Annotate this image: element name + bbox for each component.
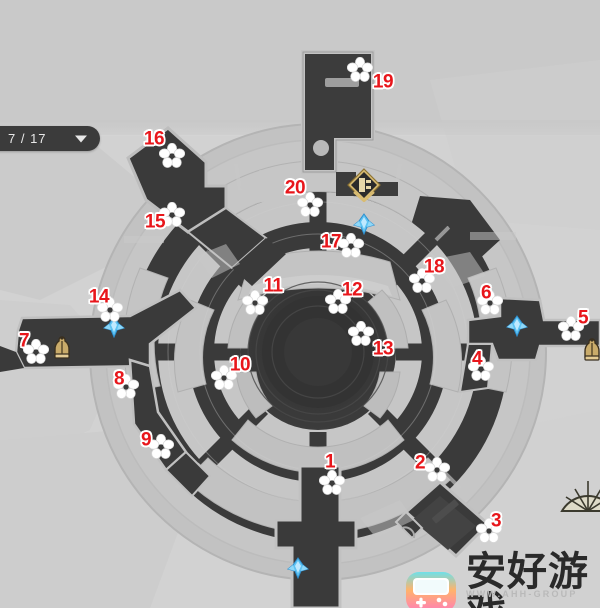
flower-icon[interactable]	[409, 268, 435, 294]
flower-icon[interactable]	[348, 321, 374, 347]
teleport-waypoint-icon[interactable]	[347, 168, 381, 202]
crystal-icon[interactable]	[352, 213, 376, 235]
flower-icon[interactable]	[113, 374, 139, 400]
marker-number[interactable]: 16	[143, 128, 165, 150]
marker-number[interactable]: 8	[113, 368, 125, 390]
flower-icon[interactable]	[148, 434, 174, 460]
watermark-text: 安好游戏	[466, 549, 589, 608]
watermark: 安好游戏 WWW.AHH-GROUP	[404, 552, 600, 608]
northeast-extension	[240, 170, 500, 262]
marker-number[interactable]: 10	[229, 354, 251, 376]
bell-icon[interactable]	[51, 335, 73, 361]
marker-number[interactable]: 3	[490, 510, 502, 532]
marker-number[interactable]: 6	[480, 282, 492, 304]
flower-icon[interactable]	[325, 289, 351, 315]
crystal-icon[interactable]	[286, 557, 310, 579]
chevron-down-icon	[75, 135, 87, 142]
flower-icon[interactable]	[477, 290, 503, 316]
flower-icon[interactable]	[242, 290, 268, 316]
surface-detail	[124, 232, 516, 538]
region-selector-value: 7 / 17	[8, 131, 47, 146]
flower-icon[interactable]	[159, 202, 185, 228]
flower-icon[interactable]	[211, 365, 237, 391]
fan-ornament-icon	[560, 481, 600, 512]
marker-number[interactable]: 5	[577, 307, 589, 329]
watermark-subtitle: WWW.AHH-GROUP	[466, 589, 578, 599]
marker-number[interactable]: 17	[320, 231, 342, 253]
flower-icon[interactable]	[558, 316, 584, 342]
bell-icon[interactable]	[581, 337, 600, 363]
flower-icon[interactable]	[159, 143, 185, 169]
marker-number[interactable]: 12	[341, 279, 363, 301]
marker-number[interactable]: 1	[324, 451, 336, 473]
marker-number[interactable]: 19	[372, 71, 394, 93]
marker-number[interactable]: 7	[18, 330, 30, 352]
flower-icon[interactable]	[468, 356, 494, 382]
flower-icon[interactable]	[476, 518, 502, 544]
gamepad-icon	[404, 570, 458, 608]
flower-icon[interactable]	[338, 233, 364, 259]
marker-number[interactable]: 14	[88, 286, 110, 308]
marker-number[interactable]: 11	[263, 275, 283, 297]
crystal-icon[interactable]	[102, 316, 126, 338]
marker-number[interactable]: 18	[423, 256, 445, 278]
flower-icon[interactable]	[347, 57, 373, 83]
flower-icon[interactable]	[23, 339, 49, 365]
flower-icon[interactable]	[97, 297, 123, 323]
marker-number[interactable]: 20	[284, 177, 306, 199]
marker-number[interactable]: 2	[414, 452, 426, 474]
flower-icon[interactable]	[319, 470, 345, 496]
marker-number[interactable]: 9	[140, 429, 152, 451]
marker-number[interactable]: 13	[372, 338, 394, 360]
marker-number[interactable]: 4	[471, 348, 483, 370]
marker-number[interactable]: 15	[144, 211, 166, 233]
flower-icon[interactable]	[297, 192, 323, 218]
region-selector-dropdown[interactable]: 7 / 17	[0, 126, 100, 151]
crystal-icon[interactable]	[505, 315, 529, 337]
flower-icon[interactable]	[424, 457, 450, 483]
